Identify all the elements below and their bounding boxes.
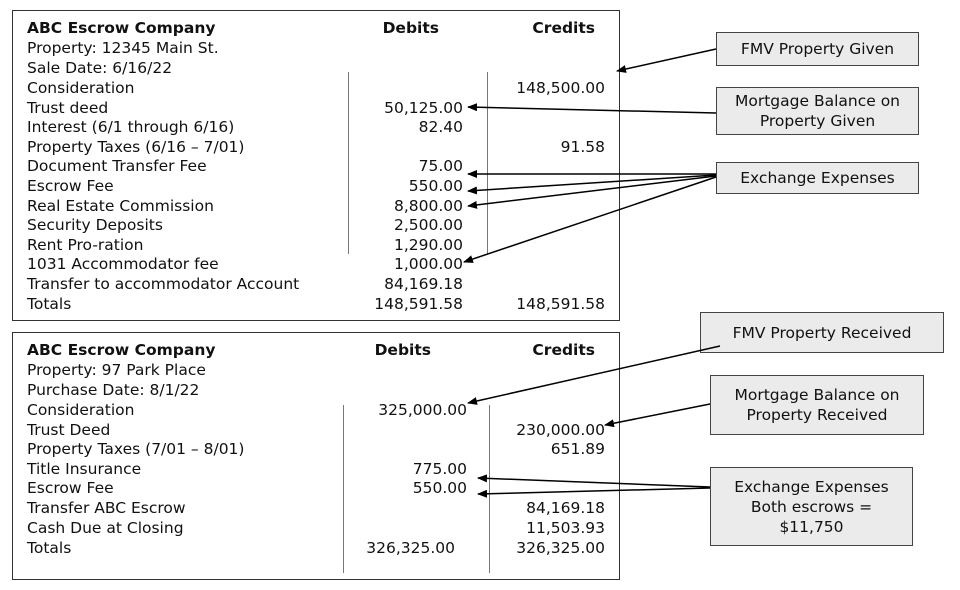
line-item-debit: 75.00	[418, 157, 463, 176]
callout-mortgage-balance-given: Mortgage Balance on Property Given	[716, 87, 919, 135]
company-name: ABC Escrow Company	[27, 341, 216, 359]
line-item-credit: 230,000.00	[516, 420, 605, 439]
line-item-debit: 325,000.00	[378, 401, 467, 419]
credit-column-divider	[489, 405, 490, 573]
line-item-credit: 91.58	[560, 137, 605, 156]
arrow-real-estate-commission	[467, 175, 717, 209]
debit-column-divider	[343, 405, 344, 573]
totals-row: Totals 148,591.58 148,591.58	[27, 295, 605, 313]
escrow-statement-given: ABC Escrow Company Debits Credits Proper…	[12, 10, 620, 321]
line-item-desc: Escrow Fee	[27, 479, 114, 498]
line-item-row: Trust deed 50,125.00	[13, 98, 621, 118]
line-item-desc: Rent Pro-ration	[27, 235, 144, 254]
line-item-credit: 651.89	[550, 440, 605, 459]
line-item-row: Consideration 325,000.00	[13, 400, 621, 420]
line-item-row: Cash Due at Closing 11,503.93	[13, 518, 621, 538]
line-item-row: Security Deposits 2,500.00	[13, 215, 621, 235]
arrow-title-insurance	[477, 474, 711, 488]
statement-header: ABC Escrow Company Debits Credits	[13, 18, 621, 38]
line-item-desc: Title Insurance	[27, 459, 142, 478]
line-item-debit: 1,000.00	[393, 255, 463, 274]
line-item-desc: Consideration	[27, 401, 135, 419]
line-item-row: Transfer ABC Escrow 84,169.18	[13, 498, 621, 518]
totals-row: Totals 326,325.00 326,325.00	[27, 539, 605, 557]
line-item-debit: 84,169.18	[384, 275, 463, 293]
line-item-row: Trust Deed 230,000.00	[13, 420, 621, 440]
line-item-desc: Security Deposits	[27, 216, 163, 235]
callout-exchange-expenses-given: Exchange Expenses	[716, 162, 919, 194]
date-line: Sale Date: 6/16/22	[27, 59, 173, 77]
arrow-mortgage-received	[604, 403, 711, 428]
credits-header: Credits	[532, 19, 595, 37]
line-item-desc: Document Transfer Fee	[27, 157, 207, 176]
line-item-debit: 775.00	[412, 459, 467, 478]
callout-fmv-property-received: FMV Property Received	[700, 312, 944, 353]
escrow-statement-received: ABC Escrow Company Debits Credits Proper…	[12, 332, 620, 580]
line-item-row: Escrow Fee 550.00	[13, 176, 621, 196]
line-item-desc: 1031 Accommodator fee	[27, 255, 219, 274]
line-item-row: Title Insurance 775.00	[13, 459, 621, 479]
debits-header: Debits	[382, 19, 439, 37]
callout-fmv-property-given: FMV Property Given	[716, 32, 919, 66]
property-line: Property: 97 Park Place	[27, 361, 206, 379]
line-item-desc: Consideration	[27, 79, 135, 97]
line-item-row: Consideration 148,500.00	[13, 78, 621, 98]
line-item-desc: Trust deed	[27, 98, 109, 117]
credits-header: Credits	[532, 341, 595, 359]
line-item-debit: 2,500.00	[393, 216, 463, 235]
company-name: ABC Escrow Company	[27, 19, 216, 37]
line-item-desc: Cash Due at Closing	[27, 518, 184, 537]
line-item-row: Transfer to accommodator Account 84,169.1…	[13, 274, 621, 294]
line-item-desc: Trust Deed	[27, 420, 111, 439]
line-item-desc: Escrow Fee	[27, 177, 114, 195]
line-item-credit: 84,169.18	[526, 499, 605, 517]
callout-mortgage-balance-received: Mortgage Balance on Property Received	[710, 375, 924, 435]
arrow-mortgage-given	[467, 103, 717, 114]
debits-header: Debits	[374, 341, 431, 359]
arrow-accommodator-fee	[463, 176, 717, 263]
line-item-debit: 550.00	[412, 479, 467, 498]
line-item-row: Escrow Fee 550.00	[13, 478, 621, 498]
arrow-fmv-given	[616, 48, 717, 73]
line-item-row: Real Estate Commission 8,800.00	[13, 196, 621, 216]
line-item-desc: Property Taxes (7/01 – 8/01)	[27, 440, 245, 459]
line-item-desc: Transfer ABC Escrow	[27, 499, 186, 517]
arrow-fmv-received	[467, 345, 721, 405]
line-item-desc: Transfer to accommodator Account	[27, 275, 300, 293]
line-item-debit: 50,125.00	[384, 98, 463, 117]
line-item-row: Rent Pro-ration 1,290.00	[13, 235, 621, 255]
debit-column-divider	[348, 72, 349, 254]
line-item-debit: 1,290.00	[393, 235, 463, 254]
line-item-row: Property Taxes (7/01 – 8/01) 651.89	[13, 439, 621, 459]
line-item-row: Property Taxes (6/16 – 7/01) 91.58	[13, 137, 621, 157]
line-item-debit: 82.40	[418, 118, 463, 137]
arrow-escrow-fee	[467, 174, 717, 195]
credit-column-divider	[487, 72, 488, 254]
statement-header: ABC Escrow Company Debits Credits	[13, 340, 621, 360]
line-item-desc: Interest (6/1 through 6/16)	[27, 118, 235, 137]
line-item-desc: Real Estate Commission	[27, 196, 214, 215]
line-item-debit: 8,800.00	[393, 196, 463, 215]
line-item-credit: 148,500.00	[516, 79, 605, 97]
line-item-desc: Property Taxes (6/16 – 7/01)	[27, 137, 245, 156]
callout-exchange-expenses-both: Exchange Expenses Both escrows = $11,750	[710, 467, 913, 546]
line-item-credit: 11,503.93	[526, 518, 605, 537]
line-item-debit: 550.00	[408, 177, 463, 195]
date-line: Purchase Date: 8/1/22	[27, 381, 200, 399]
line-item-row: 1031 Accommodator fee 1,000.00	[13, 254, 621, 274]
line-item-row: Interest (6/1 through 6/16) 82.40	[13, 117, 621, 137]
arrow-escrow-fee-received	[477, 487, 711, 498]
line-item-row: Document Transfer Fee 75.00	[13, 156, 621, 176]
property-line: Property: 12345 Main St.	[27, 39, 219, 57]
